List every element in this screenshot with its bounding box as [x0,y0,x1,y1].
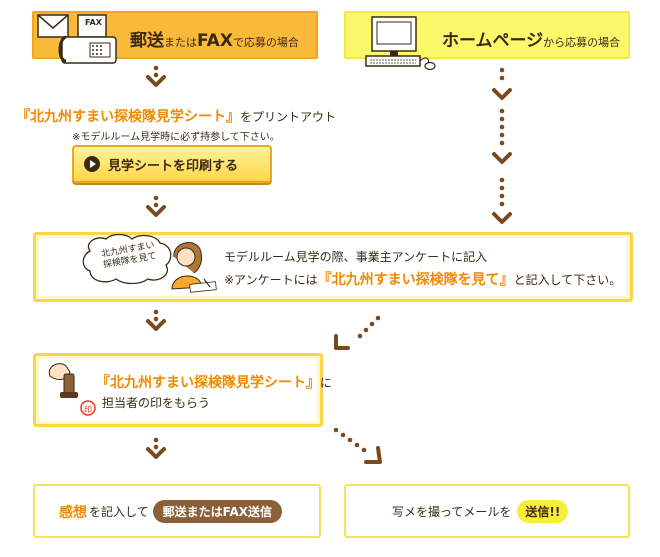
final-mail-panel: 感想 を記入して 郵送またはFAX送信 [33,484,321,538]
arrow-down-2 [146,193,166,217]
web-path-dots [492,67,512,224]
stamp-icon: 印 [48,363,96,416]
print-sheet-button[interactable]: 見学シートを印刷する [72,145,272,183]
final-mail-content: 感想 を記入して 郵送またはFAX送信 [59,500,283,523]
survey-line1: モデルルーム見学の際、事業主アンケートに記入 [224,250,488,264]
svg-text:印: 印 [84,405,92,414]
mail-fax-header: FAX 郵送またはFAXで応募の場合 [32,11,318,64]
arrow-diagonal-left [334,315,381,350]
step1-title: 『北九州すまい探検隊見学シート』をプリントアウト [16,109,337,125]
web-header: ホームページから応募の場合 [344,11,630,71]
stamp-step-line2: 担当者の印をもらう [102,396,211,410]
fax-paper-label: FAX [85,18,102,27]
final-web-panel: 写メを撮ってメールを 送信!! [344,484,630,538]
computer-icon [365,16,436,71]
mail-fax-send-badge: 郵送またはFAX送信 [152,500,283,523]
send-badge: 送信!! [517,500,569,523]
print-sheet-button-label: 見学シートを印刷する [108,158,239,174]
web-header-title: ホームページから応募の場合 [442,31,621,51]
arrow-down-1 [146,63,166,87]
stamp-step-title: 『北九州すまい探検隊見学シート』に [96,375,333,391]
survey-step-panel: 北九州すまい探検隊を見て モデルルーム見学の際、事業主アンケートに記入 ※アンケ… [33,232,633,302]
step1-note: ※モデルルーム見学時に必ず持参して下さい。 [72,132,280,143]
play-icon [84,156,100,172]
mail-fax-header-title: 郵送またはFAXで応募の場合 [130,31,299,51]
arrow-down-4 [146,435,166,459]
final-web-content: 写メを撮ってメールを 送信!! [392,500,569,523]
fax-machine-icon [37,14,117,64]
arrow-down-3 [146,307,166,331]
stamp-step-panel: 印 『北九州すまい探検隊見学シート』に 担当者の印をもらう [33,353,332,427]
person-writing-icon [171,242,217,293]
arrow-diagonal-right [333,427,382,464]
note-cloud-icon [82,233,172,285]
survey-line2: ※アンケートには『北九州すまい探検隊を見て』と記入して下さい。 [224,272,622,288]
